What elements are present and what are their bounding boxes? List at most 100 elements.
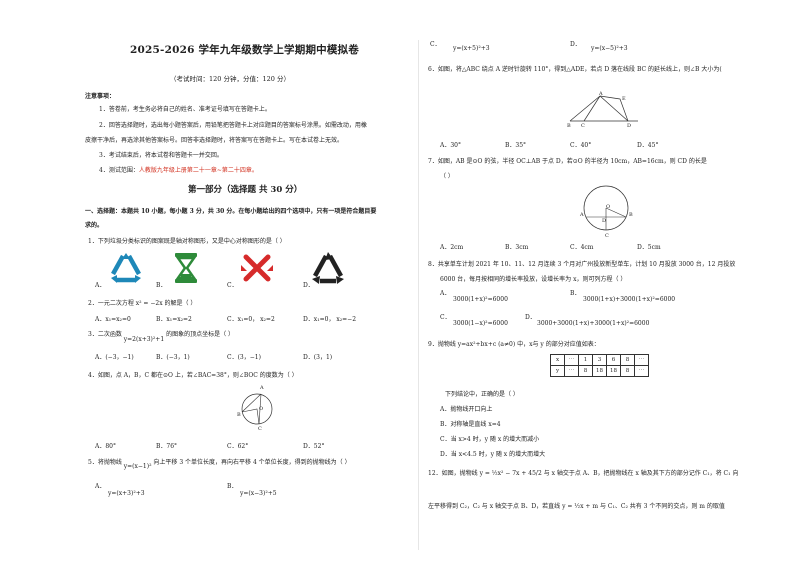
q7-label-c: C bbox=[605, 233, 609, 239]
q9-conclusion: 下列结论中，正确的是（ ） bbox=[445, 391, 519, 398]
q7-label-d: D bbox=[602, 218, 607, 224]
notice-item: 皮擦干净后，再选涂其他答案标号。回答非选择题时，将答案写在答题卡上。写在本试卷上… bbox=[85, 137, 344, 144]
q8-option-c-formula: 3000(1−x)²=6000 bbox=[453, 320, 508, 327]
q4-option-c: C．62° bbox=[227, 443, 249, 450]
table-cell: 18 bbox=[592, 365, 607, 377]
q4-label-c: C bbox=[258, 426, 262, 432]
q6-option-d: D．45° bbox=[637, 142, 659, 149]
q3-option-a: A．(−3，−1) bbox=[95, 354, 134, 361]
question-9-stem: 9．抛物线 y=ax²+bx+c (a≠0) 中，x与 y 的部分对应值如表： bbox=[428, 341, 600, 348]
q3-option-b: B．(−3，1) bbox=[156, 354, 190, 361]
table-cell: ⋯ bbox=[564, 354, 579, 366]
q5-option-b: B． bbox=[227, 483, 238, 490]
q9-option-a: A．抛物线开口向上 bbox=[440, 406, 493, 413]
q8-option-c: C． bbox=[440, 314, 451, 321]
q8-option-a-formula: 3000(1+x)²=6000 bbox=[453, 296, 508, 303]
q8-option-d-formula: 3000+3000(1+x)+3000(1+x)²=6000 bbox=[537, 320, 650, 327]
table-cell: x bbox=[550, 354, 565, 366]
recycle-symbol-icon bbox=[111, 253, 141, 283]
q3-formula: y=2(x+3)²+1 bbox=[123, 336, 165, 343]
q4-label-a: A bbox=[260, 385, 264, 391]
q7-option-d: D．5cm bbox=[637, 244, 661, 251]
q4-circle-diagram bbox=[241, 393, 273, 425]
question-6-stem: 6．如图，将△ABC 绕点 A 逆时针旋转 110°，得到△ADE，若点 D 落… bbox=[428, 66, 722, 73]
q6-triangle-diagram bbox=[569, 95, 638, 122]
kitchen-waste-icon bbox=[175, 253, 197, 283]
notice-item: 2．回答选择题时，选出每小题答案后，用铅笔把答题卡上对应题目的答案标号涂黑。如需… bbox=[99, 122, 367, 129]
table-cell: 1 bbox=[578, 354, 593, 366]
q4-option-a: A．80° bbox=[95, 443, 116, 450]
q9-option-c: C．当 x>4 时，y 随 x 的增大而减小 bbox=[440, 436, 540, 443]
question-1-stem: 1．下列垃圾分类标识的图案既是轴对称图形，又是中心对称图形的是（ ） bbox=[88, 238, 286, 245]
q5-option-a-formula: y=(x+3)²+3 bbox=[108, 490, 145, 497]
test-range: 人教版九年级上册第二十一章~第二十四章。 bbox=[138, 167, 258, 174]
table-cell: 6 bbox=[606, 354, 621, 366]
q4-label-o: O bbox=[259, 406, 264, 412]
table-cell: 8 bbox=[620, 354, 635, 366]
table-cell: 8 bbox=[620, 365, 635, 377]
q1-option-c: C． bbox=[227, 282, 238, 289]
table-cell: 8 bbox=[578, 365, 593, 377]
q6-label-b: B bbox=[567, 123, 571, 129]
column-divider bbox=[418, 40, 419, 550]
q9-value-table: x ⋯ 1 3 6 8 ⋯ y ⋯ 8 18 18 8 ⋯ bbox=[550, 354, 649, 377]
q7-option-a: A．2cm bbox=[440, 244, 464, 251]
q5-option-d: D． bbox=[570, 41, 581, 48]
q8-option-d: D． bbox=[525, 314, 536, 321]
q3-option-c: C．(3，−1) bbox=[227, 354, 261, 361]
q7-option-c: C．4cm bbox=[570, 244, 594, 251]
q12-formula-2: y = ½x + m bbox=[562, 503, 599, 510]
question-8-stem: 8．共享单车计划 2021 年 10、11、12 月连续 3 个月对广州投放新型… bbox=[428, 261, 736, 268]
notice-item: 4．测试范围：人教版九年级上册第二十一章~第二十四章。 bbox=[99, 167, 258, 174]
q7-label-o: O bbox=[606, 204, 611, 210]
q2-option-d: D．x₁=0， x₂=−2 bbox=[303, 316, 357, 323]
notice-item: 3．考试结束后，将本试卷和答题卡一并交回。 bbox=[99, 152, 223, 159]
q6-label-d: D bbox=[627, 123, 632, 129]
q8-option-b-formula: 3000(1+x)+3000(1+x)²=6000 bbox=[583, 296, 676, 303]
q3-option-d: D．(3，1) bbox=[303, 354, 333, 361]
q1-option-d: D． bbox=[303, 282, 314, 289]
table-cell: ⋯ bbox=[564, 365, 579, 377]
question-7-stem: （ ） bbox=[440, 173, 454, 180]
question-4-stem: 4．如图，点 A，B，C 都在⊙O 上，若∠BAC=38°，则∠BOC 的度数为… bbox=[88, 372, 298, 379]
table-cell: 3 bbox=[592, 354, 607, 366]
exam-title: 2025-2026 学年九年级数学上学期期中模拟卷 bbox=[130, 44, 359, 56]
hazardous-waste-icon bbox=[241, 254, 273, 282]
q6-option-b: B．35° bbox=[505, 142, 527, 149]
q5-option-c: C． bbox=[430, 41, 441, 48]
q6-label-e: E bbox=[622, 96, 626, 102]
table-cell: ⋯ bbox=[634, 365, 649, 377]
q6-option-c: C．40° bbox=[570, 142, 592, 149]
q8-option-a: A． bbox=[440, 290, 451, 297]
notice-item: 1．答卷前，考生务必将自己的姓名、准考证号填写在答题卡上。 bbox=[99, 106, 271, 113]
q7-label-b: B bbox=[629, 212, 633, 218]
q5-option-a: A． bbox=[95, 483, 106, 490]
question-12-stem: 左平移得到 C₂，C₂ 与 x 轴交于点 B、D，若直线 y = ½x + m … bbox=[428, 503, 725, 510]
table-cell: 18 bbox=[606, 365, 621, 377]
question-5-stem: 5．将抛物线 y=(x−1)² 向上平移 3 个单位长度，再向右平移 4 个单位… bbox=[88, 459, 351, 470]
table-row: x ⋯ 1 3 6 8 ⋯ bbox=[550, 354, 649, 366]
question-8-stem: 6000 台，每月按相同的增长率投放，设增长率为 x，则可列方程（ ） bbox=[440, 276, 627, 283]
question-3-stem: 3．二次函数 y=2(x+3)²+1 的图象的顶点坐标是（ ） bbox=[88, 331, 234, 343]
q5-option-b-formula: y=(x−3)²+5 bbox=[240, 490, 277, 497]
table-row: y ⋯ 8 18 18 8 ⋯ bbox=[550, 365, 649, 377]
q7-label-a: A bbox=[580, 212, 584, 218]
q7-circle-diagram bbox=[583, 185, 629, 231]
question-12-stem: 12．如图，抛物线 y = ½x² − 7x + 45/2 与 x 轴交于点 A… bbox=[428, 470, 739, 477]
part1-instruction: 求的。 bbox=[85, 222, 104, 229]
question-2-stem: 2．一元二次方程 x² = −2x 的解是（ ） bbox=[88, 300, 197, 307]
q6-option-a: A．30° bbox=[440, 142, 461, 149]
question-7-stem: 7．如图，AB 是⊙O 的弦，半径 OC⊥AB 于点 D，若⊙O 的半径为 10… bbox=[428, 158, 707, 165]
other-waste-icon bbox=[312, 252, 344, 284]
q6-label-c: C bbox=[581, 123, 585, 129]
q1-option-b: B． bbox=[156, 282, 167, 289]
q12-formula-1: y = ½x² − 7x + 45/2 bbox=[479, 470, 542, 477]
part1-instruction: 一、选择题：本题共 10 小题，每小题 3 分，共 30 分。在每小题给出的四个… bbox=[85, 208, 377, 215]
part1-heading: 第一部分（选择题 共 30 分） bbox=[188, 185, 303, 195]
notice-heading: 注意事项： bbox=[85, 93, 116, 100]
q9-option-d: D．当 x<4.5 时，y 随 x 的增大而增大 bbox=[440, 451, 546, 458]
q8-option-b: B． bbox=[570, 290, 581, 297]
q2-option-a: A．x₁=x₂=0 bbox=[95, 316, 131, 323]
table-cell: y bbox=[550, 365, 565, 377]
